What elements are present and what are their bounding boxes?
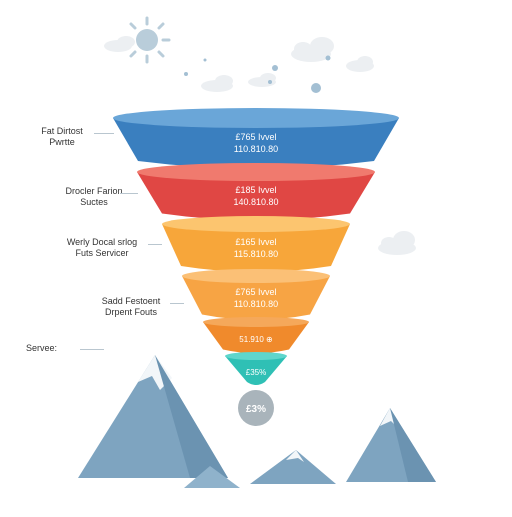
side-label: Fat Dirtost Pwrtte	[28, 126, 96, 148]
funnel-tier-value: 115.810.80	[234, 249, 278, 259]
result-badge-label: £3%	[246, 404, 266, 415]
funnel-tier-1: £765 Ivvel 110.810.80	[113, 108, 399, 169]
side-label-line: Drocler Farion	[65, 186, 123, 196]
cloud-icon	[104, 36, 135, 52]
leader-line	[80, 349, 104, 350]
funnel-tier-label: £765 Ivvel	[235, 287, 276, 297]
side-label-line: Suctes	[80, 197, 108, 207]
side-label-line: Werly Docal srlog	[66, 237, 138, 247]
funnel-tier-value: 110.810.80	[234, 299, 278, 309]
leader-line	[120, 193, 138, 194]
side-label: Sadd Festoent Drpent Fouts	[88, 296, 174, 318]
side-label-line: Servee:	[26, 343, 58, 353]
side-label: Drocler Farion Suctes	[54, 186, 134, 208]
cloud-icon	[248, 73, 276, 87]
funnel: £765 Ivvel 110.810.80 £185 Ivvel 140.810.80…	[113, 108, 399, 426]
funnel-tier-label: £185 Ivvel	[235, 185, 276, 195]
cloud-icon	[201, 75, 233, 92]
funnel-tier-value: 140.810.80	[233, 197, 278, 207]
funnel-tier-value: 110.810.80	[234, 144, 278, 154]
side-label-line: Pwrtte	[49, 137, 75, 147]
side-label-line: Drpent Fouts	[104, 307, 158, 317]
mountain-right	[346, 408, 436, 482]
funnel-tier-2: £185 Ivvel 140.810.80	[137, 163, 375, 221]
cloud-icon	[346, 56, 374, 72]
side-label-line: Futs Servicer	[75, 248, 129, 258]
mountain-left	[78, 355, 228, 478]
cloud-icon	[291, 37, 334, 62]
side-label-line: Fat Dirtost	[41, 126, 83, 136]
funnel-tier-label: £165 Ivvel	[235, 237, 276, 247]
funnel-tier-6: £35%	[225, 352, 287, 385]
snow-dots	[184, 55, 331, 93]
side-label: Servee:	[26, 343, 86, 354]
funnel-tier-3: £165 Ivvel 115.810.80	[162, 216, 350, 272]
leader-line	[94, 133, 114, 134]
leader-line	[170, 303, 184, 304]
side-label: Werly Docal srlog Futs Servicer	[52, 237, 152, 259]
funnel-tier-5: 51.910 ⊕	[203, 317, 309, 354]
funnel-tier-label: £35%	[246, 368, 266, 377]
cloud-icon	[378, 231, 416, 255]
funnel-tier-label: 51.910 ⊕	[239, 335, 272, 344]
mountain-small	[184, 450, 336, 488]
side-label-line: Sadd Festoent	[101, 296, 161, 306]
result-badge: £3%	[238, 390, 274, 426]
leader-line	[148, 244, 162, 245]
funnel-tier-label: £765 Ivvel	[235, 132, 276, 142]
funnel-tier-4: £765 Ivvel 110.810.80	[182, 269, 330, 320]
